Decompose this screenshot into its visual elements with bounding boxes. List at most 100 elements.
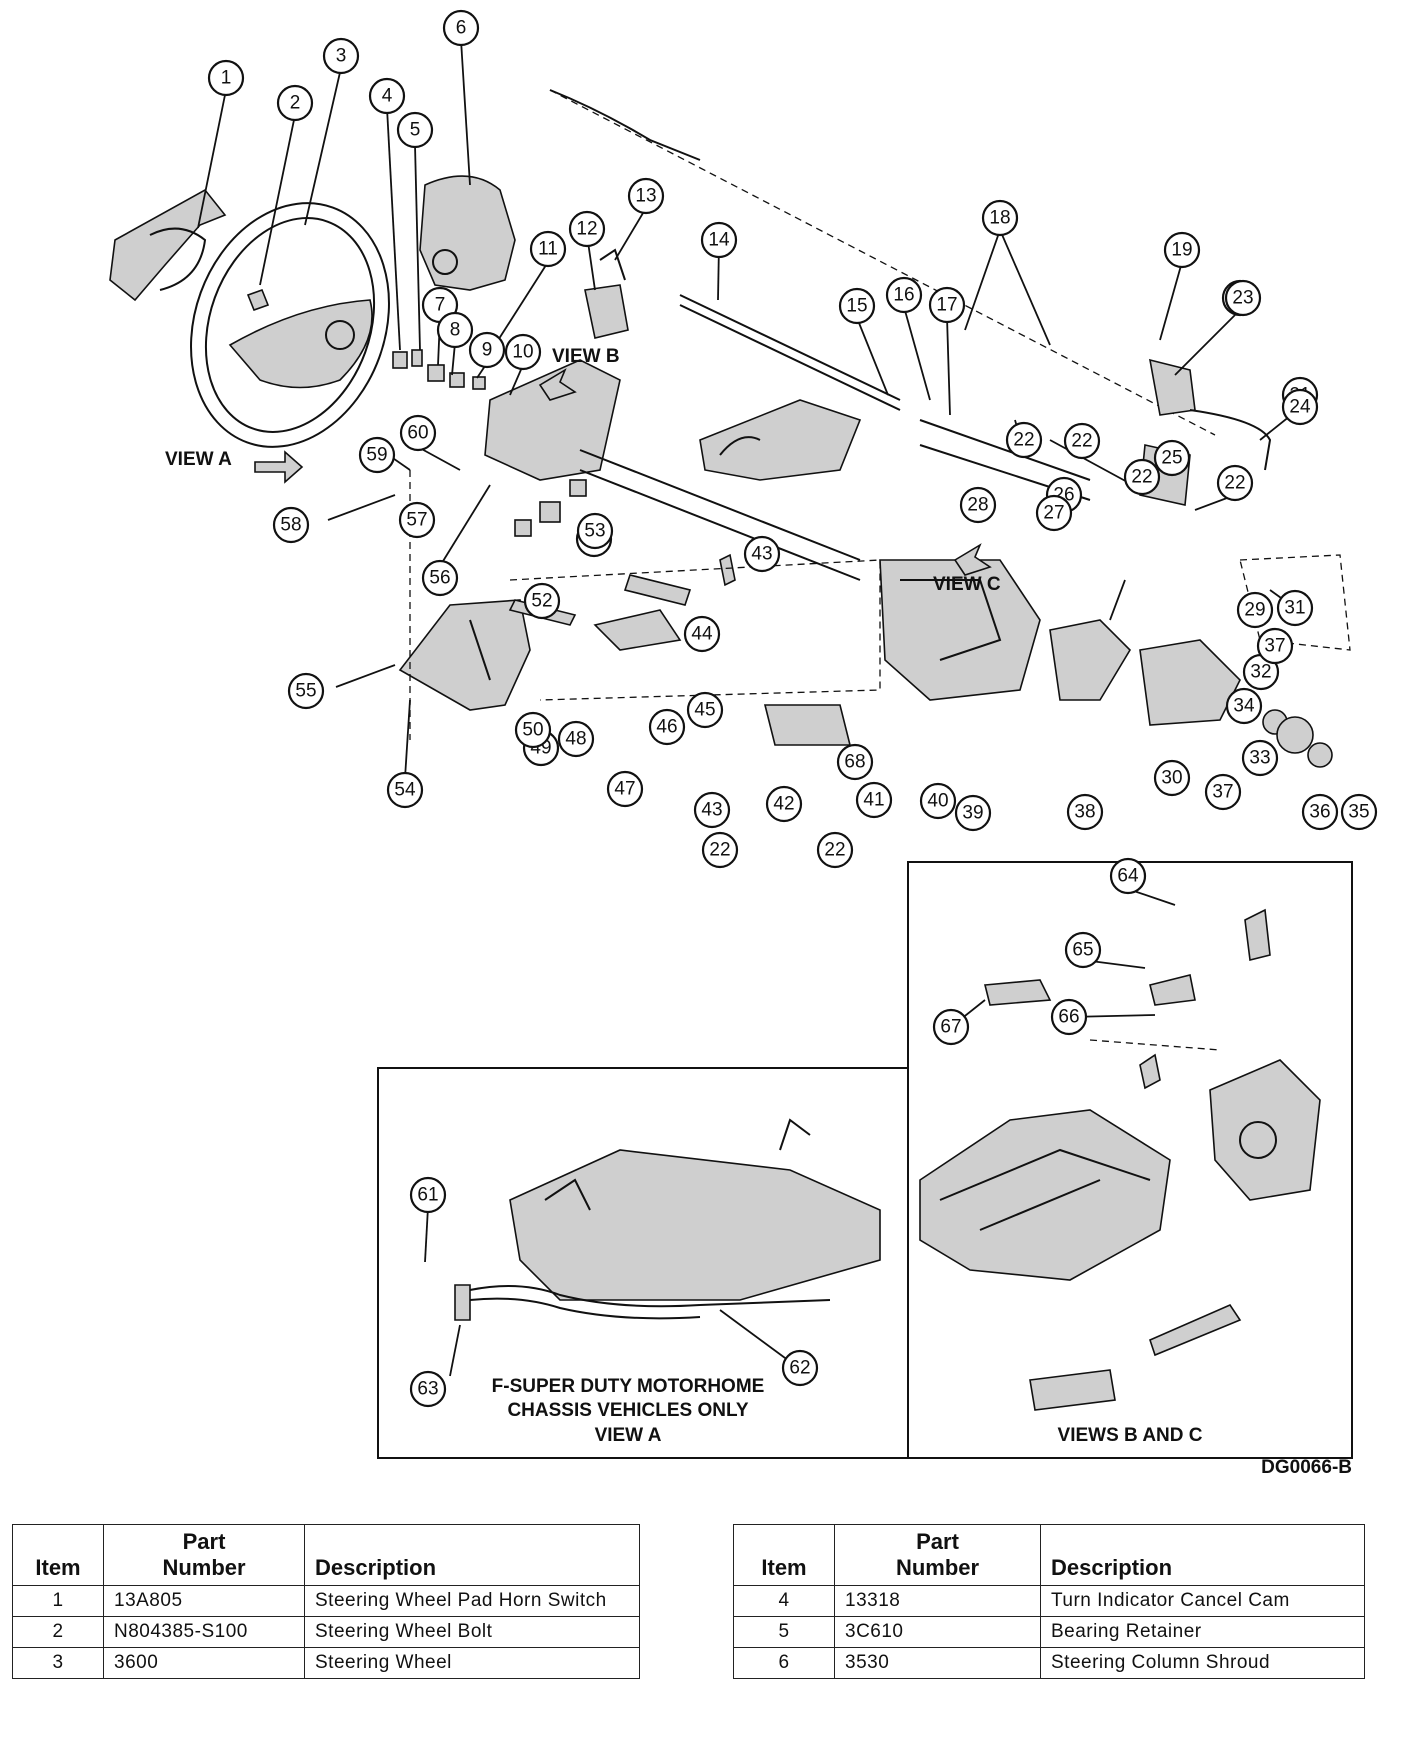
callout-number: 8	[450, 320, 461, 341]
cell-part-number: 13318	[834, 1585, 1041, 1617]
callout-37: 37	[1256, 627, 1294, 665]
callout-60: 60	[399, 414, 437, 452]
callout-circle	[1216, 464, 1254, 502]
callout-11: 11	[529, 230, 567, 268]
callout-number: 7	[435, 295, 446, 316]
cell-item: 4	[733, 1585, 835, 1617]
callout-circle	[1050, 998, 1088, 1036]
callout-17: 17	[928, 286, 966, 324]
callout-14: 14	[700, 221, 738, 259]
callout-number: 39	[962, 803, 983, 824]
callout-43: 43	[743, 535, 781, 573]
callout-circle	[409, 1176, 447, 1214]
callout-number: 3	[336, 46, 347, 67]
callout-number: 14	[708, 230, 730, 251]
callout-number: 22	[1013, 430, 1034, 451]
cell-item: 6	[733, 1647, 835, 1679]
callout-circle	[855, 781, 893, 819]
callout-circle	[981, 199, 1019, 237]
callout-number: 52	[531, 591, 552, 612]
callout-number: 27	[1043, 503, 1064, 524]
callout-number: 12	[576, 219, 597, 240]
cell-item: 5	[733, 1616, 835, 1648]
callout-circle	[1276, 589, 1314, 627]
callout-5: 5	[396, 111, 434, 149]
callout-39: 39	[954, 794, 992, 832]
callout-circle	[207, 59, 245, 97]
cell-part-number: 3530	[834, 1647, 1041, 1679]
callout-circle	[1224, 279, 1262, 317]
callout-circle	[606, 770, 644, 808]
callout-number: 61	[417, 1185, 438, 1206]
callout-circle	[932, 1008, 970, 1046]
callout-number: 23	[1232, 288, 1253, 309]
callout-number: 55	[295, 681, 316, 702]
callout-number: 40	[927, 791, 948, 812]
callout-circle	[700, 221, 738, 259]
cell-item: 2	[12, 1616, 104, 1648]
callout-number: 50	[522, 720, 543, 741]
callout-number: 22	[709, 840, 730, 861]
header-part-number: Part Number	[834, 1524, 1041, 1586]
callout-2: 2	[276, 84, 314, 122]
callout-circle	[1063, 422, 1101, 460]
cell-description: Steering Wheel Bolt	[304, 1616, 640, 1648]
callout-circle	[1256, 627, 1294, 665]
callout-circle	[568, 210, 606, 248]
callout-number: 44	[691, 624, 713, 645]
callout-number: 17	[936, 295, 957, 316]
callout-circle	[648, 708, 686, 746]
callout-number: 37	[1212, 782, 1233, 803]
callout-circle	[1301, 793, 1339, 831]
callout-circle	[959, 486, 997, 524]
callout-number: 45	[694, 700, 715, 721]
callout-27: 27	[1035, 494, 1073, 532]
callout-37: 37	[1204, 773, 1242, 811]
callout-30: 30	[1153, 759, 1191, 797]
callout-circle	[368, 77, 406, 115]
callout-circle	[1035, 494, 1073, 532]
inset-left-title-line3: VIEW A	[595, 1425, 662, 1446]
callout-circle	[523, 582, 561, 620]
callout-31: 31	[1276, 589, 1314, 627]
view-b-label: VIEW B	[552, 346, 620, 367]
callout-44: 44	[683, 615, 721, 653]
callout-circle	[816, 831, 854, 869]
callout-54: 54	[386, 771, 424, 809]
callout-65: 65	[1064, 931, 1102, 969]
callout-circle	[836, 743, 874, 781]
callout-56: 56	[421, 559, 459, 597]
callout-3: 3	[322, 37, 360, 75]
callout-22: 22	[1063, 422, 1101, 460]
inset-left-title-line1: F-SUPER DUTY MOTORHOME	[492, 1376, 765, 1397]
table-header-row: Item Part Number Description	[12, 1524, 640, 1586]
callout-number: 35	[1348, 802, 1369, 823]
callout-55: 55	[287, 672, 325, 710]
callout-circle	[276, 84, 314, 122]
callout-circle	[421, 559, 459, 597]
callout-number: 66	[1058, 1007, 1079, 1028]
cell-part-number: 3C610	[834, 1616, 1041, 1648]
callout-22: 22	[1005, 421, 1043, 459]
callout-number: 53	[584, 521, 605, 542]
callout-53: 53	[576, 512, 614, 550]
callout-12: 12	[568, 210, 606, 248]
callout-16: 16	[885, 276, 923, 314]
callout-circle	[1241, 739, 1279, 777]
header-item: Item	[12, 1524, 104, 1586]
callout-number: 16	[893, 285, 914, 306]
callout-number: 25	[1161, 448, 1182, 469]
cell-item: 3	[12, 1647, 104, 1679]
callout-circle	[1064, 931, 1102, 969]
callout-18: 18	[981, 199, 1019, 237]
callout-circle	[683, 615, 721, 653]
callout-number: 56	[429, 568, 450, 589]
callout-29: 29	[1236, 591, 1274, 629]
callout-58: 58	[272, 506, 310, 544]
callout-number: 59	[366, 445, 387, 466]
callout-number: 22	[824, 840, 845, 861]
